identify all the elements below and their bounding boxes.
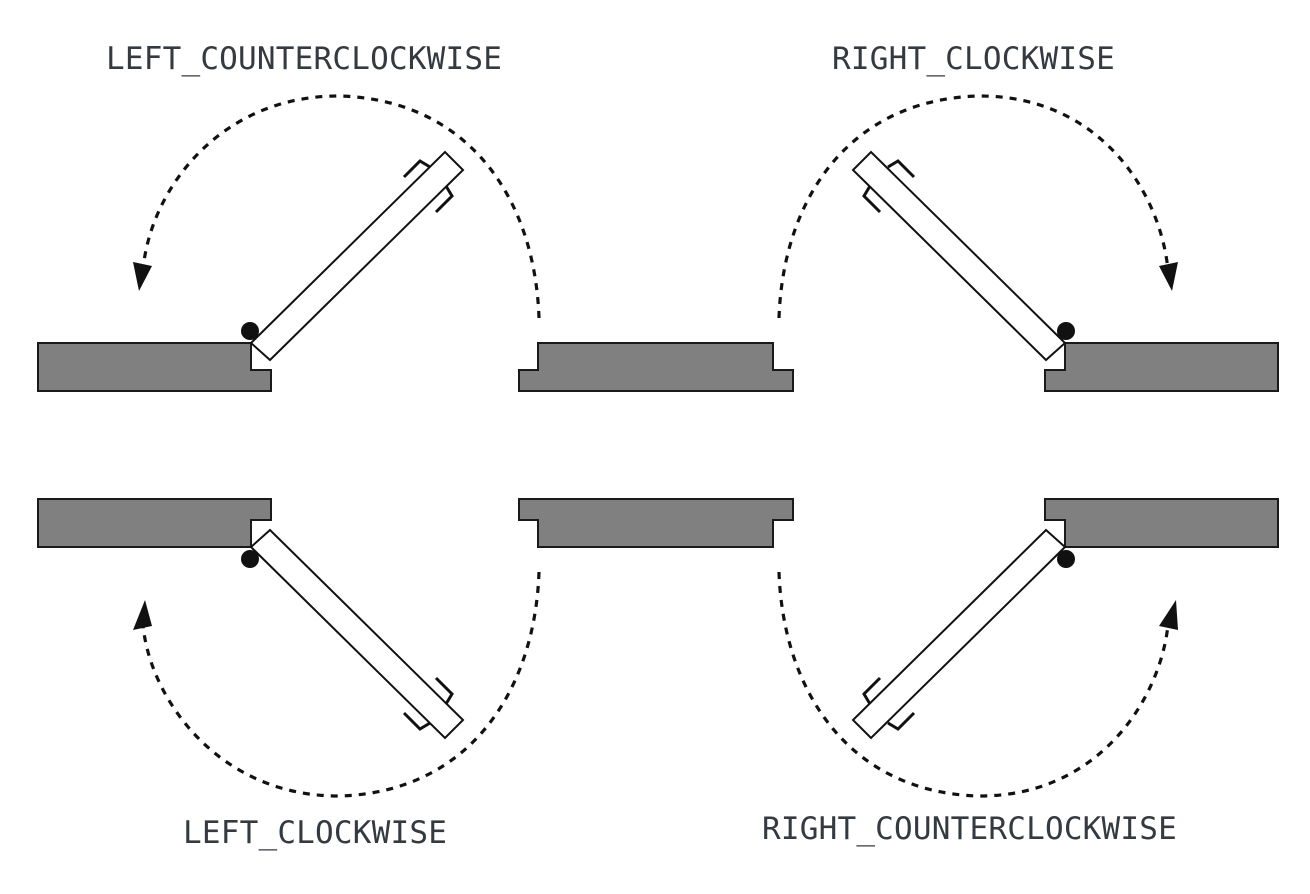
wall-bottom-center: [518, 498, 794, 548]
swing-arc-left-clockwise: [141, 571, 541, 798]
hinge-right-clockwise: [1057, 322, 1075, 340]
arrow-left-counterclockwise: [133, 262, 152, 291]
handle-inner-right-counterclockwise: [862, 676, 882, 705]
hinge-left-clockwise: [241, 550, 259, 568]
wall-top-right: [1044, 342, 1279, 392]
wall-bottom-left: [37, 498, 272, 548]
handle-outer-right-counterclockwise: [887, 711, 916, 731]
door-leaf-left-counterclockwise: [249, 150, 465, 362]
swing-arc-right-clockwise: [777, 94, 1170, 319]
handle-inner-left-clockwise: [434, 676, 454, 705]
handle-outer-left-counterclockwise: [402, 159, 431, 179]
hinge-left-counterclockwise: [241, 322, 259, 340]
label-left-clockwise: LEFT_CLOCKWISE: [183, 815, 448, 851]
hinge-right-counterclockwise: [1057, 550, 1075, 568]
door-leaf-left-clockwise: [249, 528, 465, 740]
handle-outer-left-clockwise: [402, 711, 431, 731]
handle-outer-right-clockwise: [887, 159, 916, 179]
label-right-counterclockwise: RIGHT_COUNTERCLOCKWISE: [762, 811, 1177, 847]
arrow-right-clockwise: [1159, 262, 1178, 291]
wall-top-left: [37, 342, 272, 392]
label-right-clockwise: RIGHT_CLOCKWISE: [832, 41, 1115, 77]
handle-inner-left-counterclockwise: [434, 185, 454, 214]
wall-bottom-right: [1044, 498, 1279, 548]
handle-inner-right-clockwise: [862, 185, 882, 214]
arrow-right-counterclockwise: [1159, 600, 1178, 630]
swing-arc-left-counterclockwise: [141, 94, 541, 319]
door-leaf-right-counterclockwise: [851, 528, 1067, 740]
bottom-row: [37, 498, 1279, 798]
arrow-left-clockwise: [133, 600, 152, 630]
swing-arc-right-counterclockwise: [777, 571, 1170, 798]
door-left-counterclockwise: [133, 94, 541, 362]
label-left-counterclockwise: LEFT_COUNTERCLOCKWISE: [106, 41, 503, 77]
door-right-clockwise: [777, 94, 1178, 362]
door-leaf-right-clockwise: [851, 150, 1067, 362]
door-right-counterclockwise: [777, 528, 1178, 798]
wall-top-center: [518, 342, 794, 392]
door-left-clockwise: [133, 528, 541, 798]
top-row: [37, 94, 1279, 392]
